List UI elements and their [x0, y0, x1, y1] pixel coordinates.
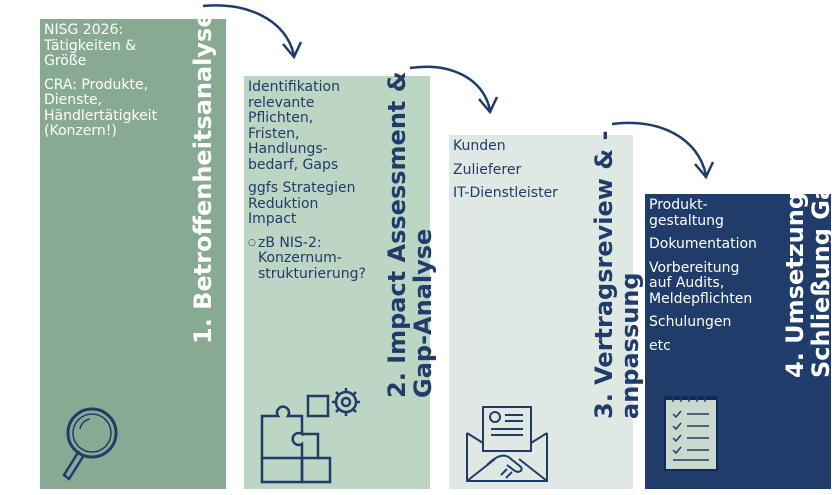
step-4-text-dokumentation: Dokumentation	[649, 236, 757, 252]
bullet-circle-icon: ○	[248, 237, 256, 248]
step-2-body: Identifikation relevante Pflichten, Fris…	[248, 79, 388, 283]
step-1-title: 1. Betroffenheitsanalyse	[189, 11, 217, 344]
arrow-step3-to-step4	[611, 121, 708, 176]
contract-handshake-icon	[466, 406, 548, 482]
step-1-text-nisg: NISG 2026: Tätigkeiten & Größe	[44, 22, 137, 69]
step-4-text-produktgestaltung: Produkt- gestaltung	[649, 197, 724, 229]
step-1-panel: NISG 2026: Tätigkeiten & Größe CRA: Prod…	[40, 11, 226, 489]
step-4-text-schulungen: Schulungen	[649, 314, 732, 330]
step-4-text-etc: etc	[649, 337, 671, 354]
step-3-panel: Kunden Zulieferer IT-Dienstleister 3. Ve…	[449, 130, 644, 489]
step-2-panel: Identifikation relevante Pflichten, Fris…	[244, 71, 437, 489]
puzzle-gear-icon	[260, 388, 360, 484]
step-4-body: Produkt- gestaltung Dokumentation Vorber…	[649, 197, 777, 362]
step-4-title: 4. Umsetzung & Schließung Gaps	[781, 152, 835, 378]
arrowhead-step3-to-step4	[694, 161, 715, 180]
arrow-step1-to-step2	[202, 4, 296, 56]
arrow-step2-to-step3	[409, 65, 492, 111]
checklist-notepad-icon	[664, 393, 718, 471]
arrowhead-step1-to-step2	[282, 41, 303, 60]
step-3-text-it-dienstleister: IT-Dienstleister	[453, 185, 558, 201]
magnifier-icon	[62, 407, 118, 481]
arrowhead-step2-to-step3	[478, 96, 499, 115]
step-2-title: 2. Impact Assessment & Gap-Analyse	[383, 71, 437, 398]
step-2-bullet: ○ zB NIS-2: Konzernum- strukturierung?	[248, 234, 388, 283]
step-2-text-strategien: ggfs Strategien Reduktion Impact	[248, 180, 356, 227]
step-4-panel: Produkt- gestaltung Dokumentation Vorber…	[645, 152, 835, 489]
step-3-title: 3. Vertragsreview & - anpassung	[590, 130, 644, 419]
step-2-bullet-text: zB NIS-2: Konzernum- strukturierung?	[258, 234, 366, 282]
step-1-body: NISG 2026: Tätigkeiten & Größe CRA: Prod…	[44, 22, 179, 148]
step-2-text-identifikation: Identifikation relevante Pflichten, Fris…	[248, 79, 340, 173]
step-4-text-vorbereitung: Vorbereitung auf Audits, Meldepflichten	[649, 259, 753, 307]
step-3-text-kunden: Kunden	[453, 138, 506, 154]
step-1-text-cra: CRA: Produkte, Dienste, Händlertätigkeit…	[44, 76, 158, 139]
step-3-text-zulieferer: Zulieferer	[453, 161, 522, 178]
step-3-body: Kunden Zulieferer IT-Dienstleister	[453, 138, 593, 210]
